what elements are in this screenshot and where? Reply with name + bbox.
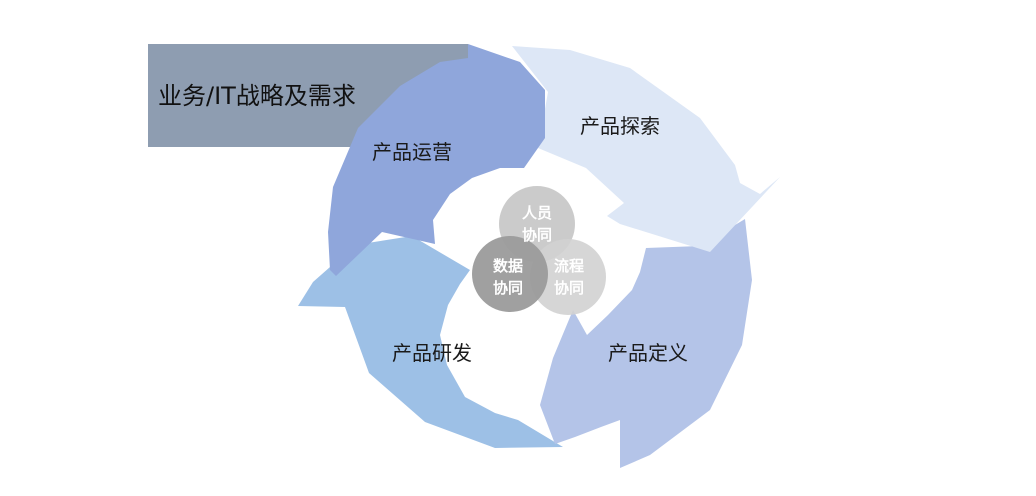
segment-arrow-define: [540, 219, 752, 468]
center-venn: [472, 186, 606, 315]
segment-label-define: 产品定义: [608, 341, 688, 365]
segment-arrow-develop: [298, 236, 563, 448]
segment-arrow-operations: [328, 44, 545, 276]
center-label-people-2: 协同: [522, 226, 552, 244]
center-circle-data: [472, 236, 548, 312]
center-label-data-1: 数据: [493, 257, 523, 275]
banner-label: 业务/IT战略及需求: [158, 82, 356, 110]
center-label-people-1: 人员: [522, 204, 552, 222]
segment-label-explore: 产品探索: [580, 114, 660, 138]
center-label-process-1: 流程: [554, 257, 584, 275]
segment-label-operations: 产品运营: [372, 140, 452, 164]
center-label-process-2: 协同: [554, 279, 584, 297]
segment-label-develop: 产品研发: [392, 341, 472, 365]
center-circle-process: [530, 239, 606, 315]
segment-arrow-explore: [512, 46, 780, 252]
center-label-data-2: 协同: [493, 279, 523, 297]
